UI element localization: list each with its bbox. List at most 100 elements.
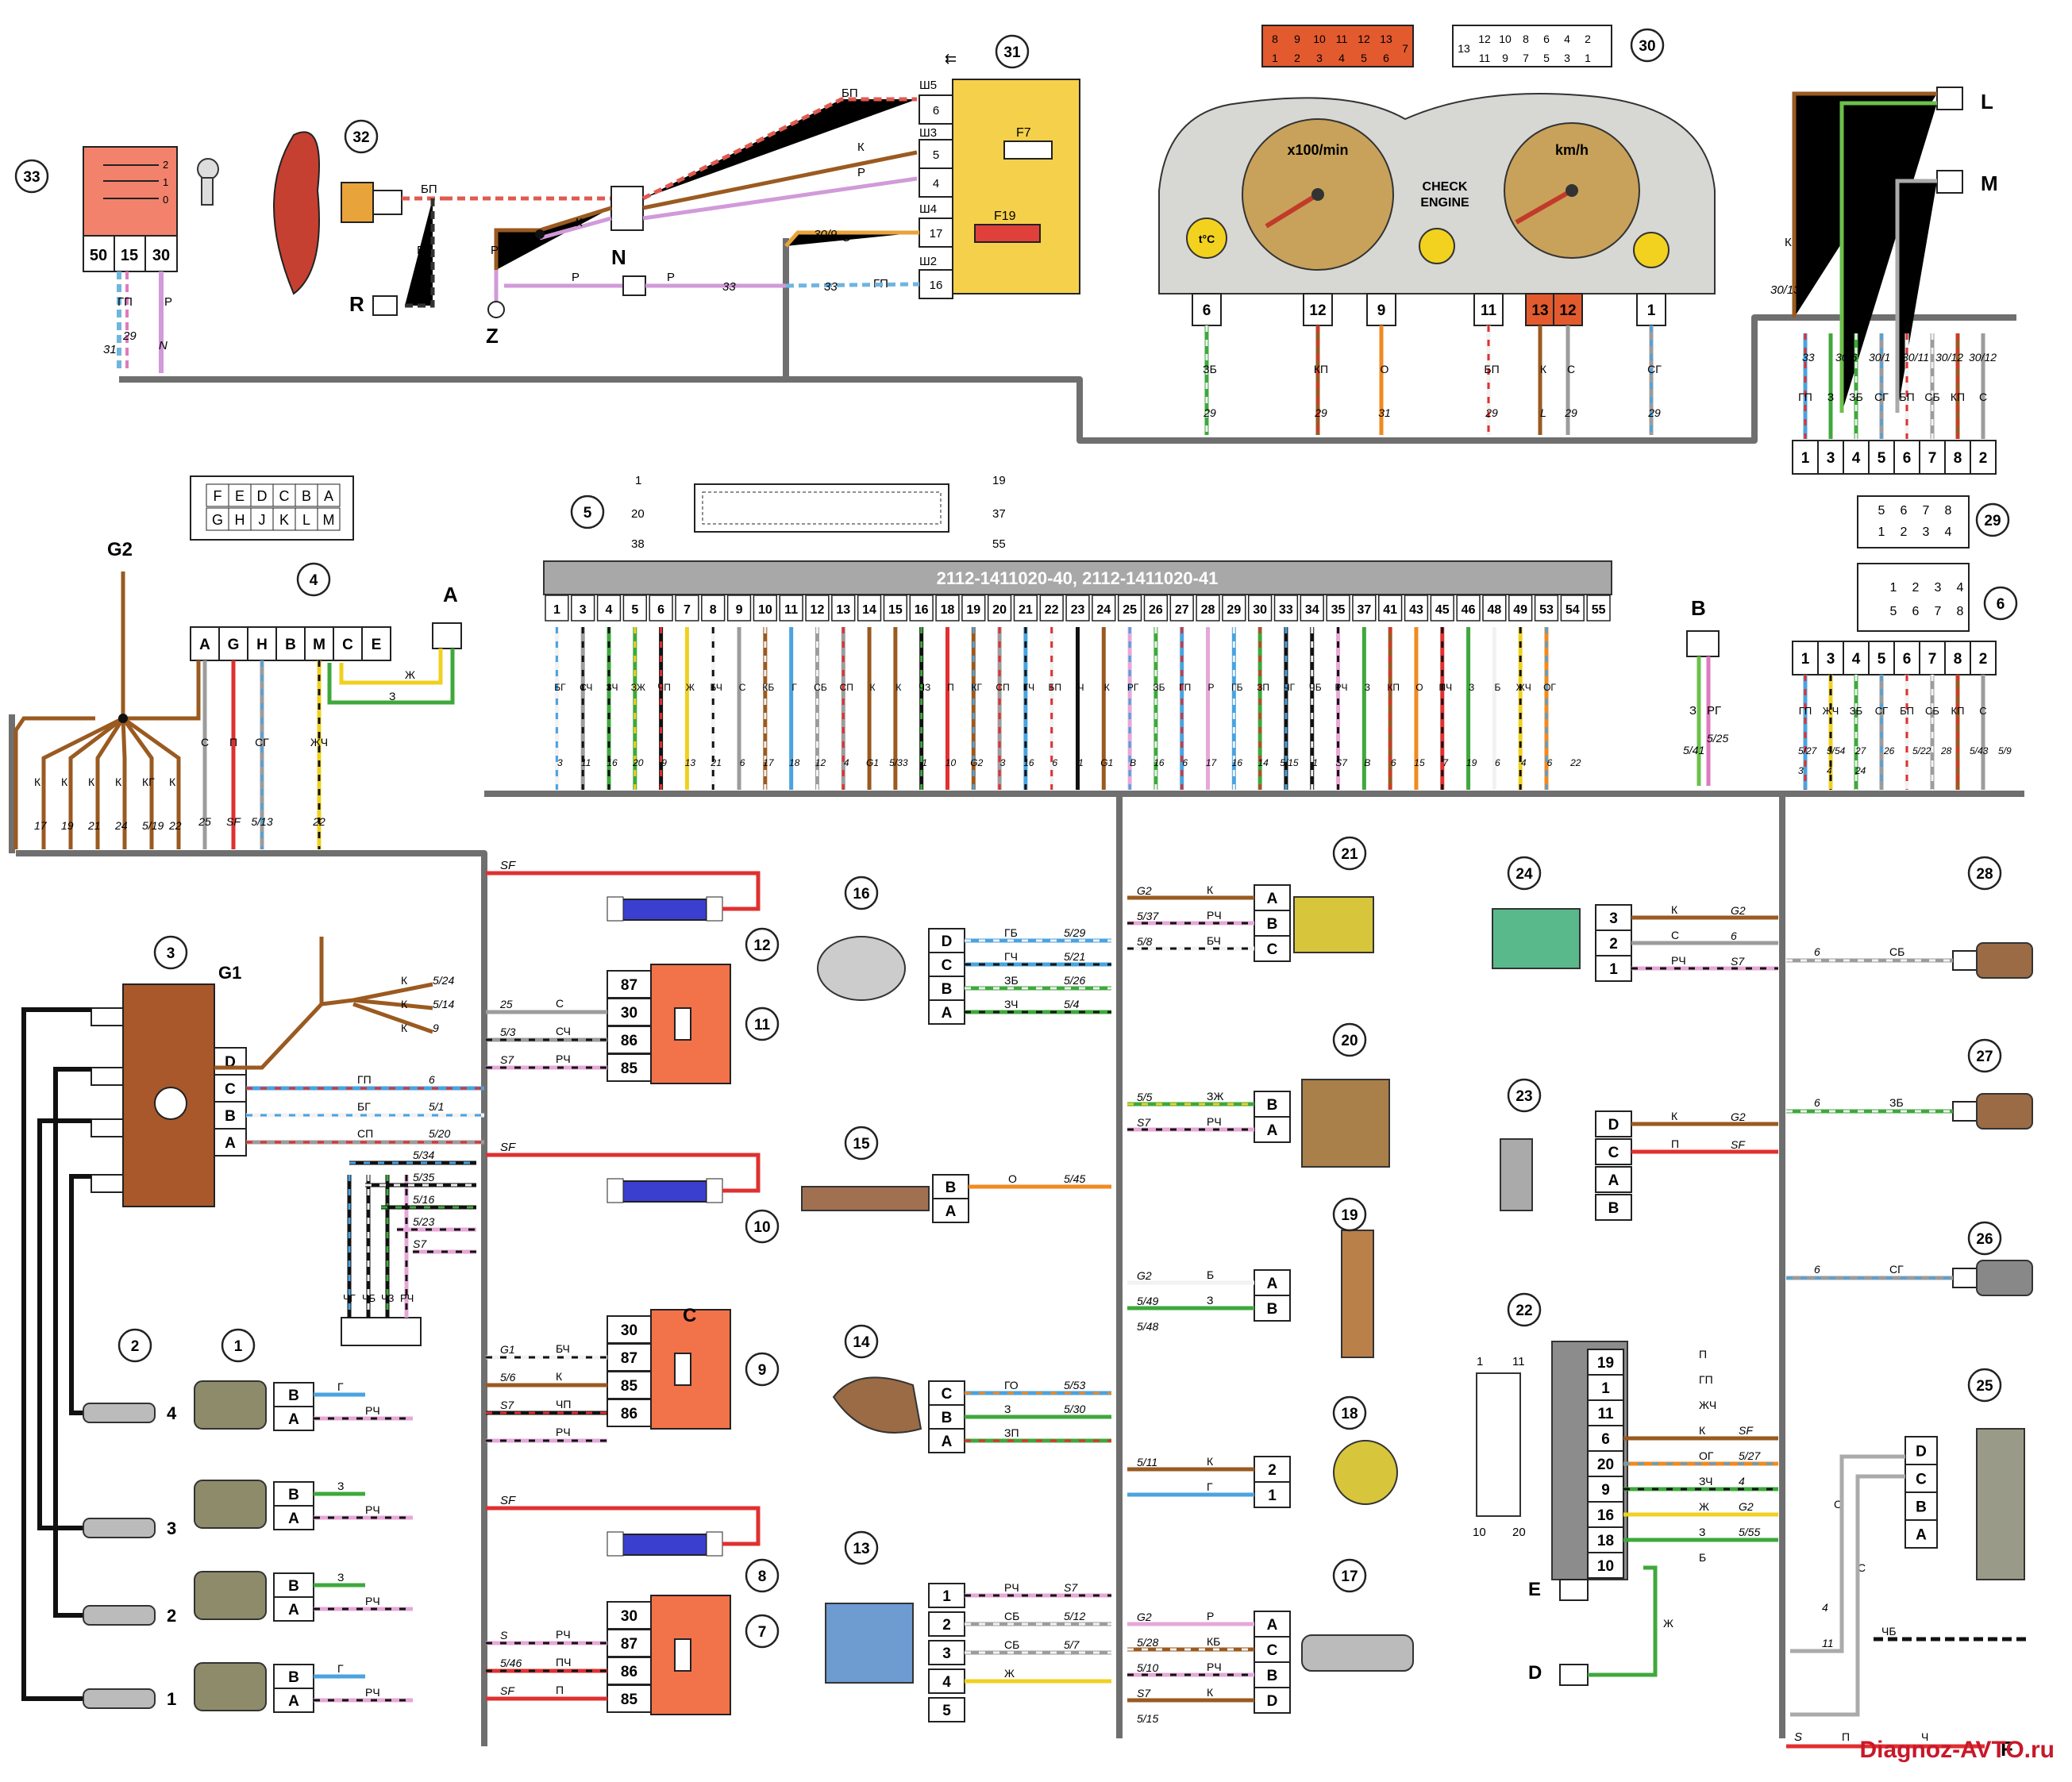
ecu-wire-dest: 16 xyxy=(1232,757,1243,768)
callout-circle xyxy=(1967,856,2002,891)
injector-harness-color: ЧЗ xyxy=(381,1292,395,1304)
wire xyxy=(121,716,181,849)
label-r: R xyxy=(349,292,364,316)
callout-circle xyxy=(745,927,780,962)
ecu-pin-box xyxy=(1534,595,1559,622)
sensor-pin: C xyxy=(1608,1145,1619,1161)
injector-wire-color: З xyxy=(337,1480,344,1492)
callout-5: 5 xyxy=(583,505,592,522)
coil-wire-dest: 6 xyxy=(429,1073,435,1086)
buzzer-wire: БП xyxy=(421,183,437,196)
injector-pin-a: A xyxy=(288,1602,299,1618)
wire xyxy=(121,717,154,849)
ecu-wire-color: П xyxy=(947,682,954,693)
callout-19: 19 xyxy=(1341,1207,1358,1224)
injector-pin-b: B xyxy=(288,1669,299,1686)
diag-wire-dest: 5/27 xyxy=(1739,1449,1761,1462)
ecu-wire-color: ГБ xyxy=(1231,682,1242,693)
wire xyxy=(95,717,125,849)
check-engine-label-2: ENGINE xyxy=(1420,196,1469,210)
cluster-pin-box xyxy=(1473,293,1504,326)
ignition-switch: 2 1 0 50 15 30 ГП Р 31 29 N xyxy=(83,146,219,373)
coil-wire-color: СП xyxy=(357,1127,373,1140)
callout-circle xyxy=(844,1530,879,1565)
sensor-pin: B xyxy=(1267,916,1278,933)
ecu-pin-box xyxy=(1586,595,1611,622)
ecu-wire-color: ОГ xyxy=(1543,682,1556,693)
ecu-pin-53: 53 xyxy=(1539,603,1554,617)
c4-pin: E xyxy=(372,637,382,653)
callout-circle xyxy=(1332,836,1367,871)
g2-branch-color: К xyxy=(115,776,122,788)
fuse-wire-r: Р xyxy=(857,166,865,179)
connector-d xyxy=(1559,1664,1589,1686)
ht-lead xyxy=(69,1174,103,1415)
callout-20: 20 xyxy=(1341,1033,1358,1049)
ecu-pin-7: 7 xyxy=(684,603,691,617)
sensor-pin: A xyxy=(1267,891,1278,907)
callout-18: 18 xyxy=(1341,1406,1358,1422)
injector-wire-color: РЧ xyxy=(365,1503,380,1516)
sensor-wire-dest: S7 xyxy=(1137,1116,1151,1129)
sensor-wire-color: РЧ xyxy=(1004,1581,1019,1594)
callout-13: 13 xyxy=(853,1541,869,1557)
diag-wire-zch: Ж xyxy=(1663,1617,1673,1630)
c4-pin: A xyxy=(199,637,210,653)
ecu-wire-dest: 9 xyxy=(661,757,667,768)
c4-pin-box xyxy=(218,626,248,661)
relay-pin: 86 xyxy=(621,1406,637,1422)
c6-wire-dest: 3 xyxy=(1798,765,1804,776)
sensor-wire-color: К xyxy=(1671,1110,1678,1122)
c6-pin: 2 xyxy=(1979,651,1988,668)
relay-wire-color: РЧ xyxy=(556,1628,571,1641)
c30b-bottom-pin: 1 xyxy=(1272,52,1278,64)
sensor-pin: A xyxy=(1608,1172,1619,1189)
sensor-pin: B xyxy=(1267,1668,1278,1684)
callout-29: 29 xyxy=(1984,513,2001,529)
socket-sh4: Ш4 xyxy=(919,202,937,216)
ign-pos-1: 1 xyxy=(163,176,168,188)
fuse-pin-5: 5 xyxy=(933,148,939,162)
ecu-wire-color: ГП xyxy=(1179,682,1191,693)
diag-pin: 11 xyxy=(1597,1406,1614,1422)
ecu-pin-box xyxy=(1482,595,1507,622)
ecu-pin-20: 20 xyxy=(631,507,645,521)
cluster-wire-color: О xyxy=(1381,363,1389,375)
buzzer-wire-bch: БЧ xyxy=(417,244,432,257)
ecu-pin-43: 43 xyxy=(1409,603,1423,617)
callout-circle xyxy=(1630,28,1665,63)
g2-branch-color: К xyxy=(169,776,176,788)
sensor25-pin: C xyxy=(1916,1472,1927,1488)
relay-pin: 85 xyxy=(621,1060,638,1077)
callout-circle xyxy=(1507,1078,1542,1113)
sensor-wire-color: З xyxy=(1207,1294,1213,1307)
sensor28-socket xyxy=(1952,950,1978,971)
callout-circle xyxy=(1332,1558,1367,1593)
label-b: B xyxy=(1691,596,1706,620)
ecu-pin-16: 16 xyxy=(915,603,929,617)
ecu-wire-color: КБ xyxy=(762,682,774,693)
spark-plug-icon xyxy=(83,1403,156,1423)
bottom-wire-ch: Ч xyxy=(1921,1730,1928,1743)
callout-11: 11 xyxy=(754,1017,771,1033)
sensor-wire-dest: 5/45 xyxy=(1064,1172,1085,1185)
sensor-pin-box xyxy=(1254,910,1291,937)
injector-pin-a: A xyxy=(288,1693,299,1710)
connector-b: B З РГ 5/41 5/25 xyxy=(1683,596,1728,786)
ecu-wire-dest: 6 xyxy=(1182,757,1188,768)
b-dest-1: 5/41 xyxy=(1683,744,1704,756)
coil-pin-box xyxy=(214,1101,247,1130)
sensor-pin-box xyxy=(1595,1110,1632,1137)
ecu-pin-box xyxy=(1430,595,1454,622)
rtc-wire-color: СБ xyxy=(1924,391,1939,403)
c4d-top-letter: D xyxy=(257,488,268,504)
sensor-pin-box xyxy=(1595,955,1632,982)
ecu-wire-dest: 6 xyxy=(1391,757,1396,768)
ecu-wire-color: ЗЧ xyxy=(607,682,618,693)
sensor-wire-dest: 5/29 xyxy=(1064,926,1085,939)
ecu-pin-10: 10 xyxy=(758,603,772,617)
